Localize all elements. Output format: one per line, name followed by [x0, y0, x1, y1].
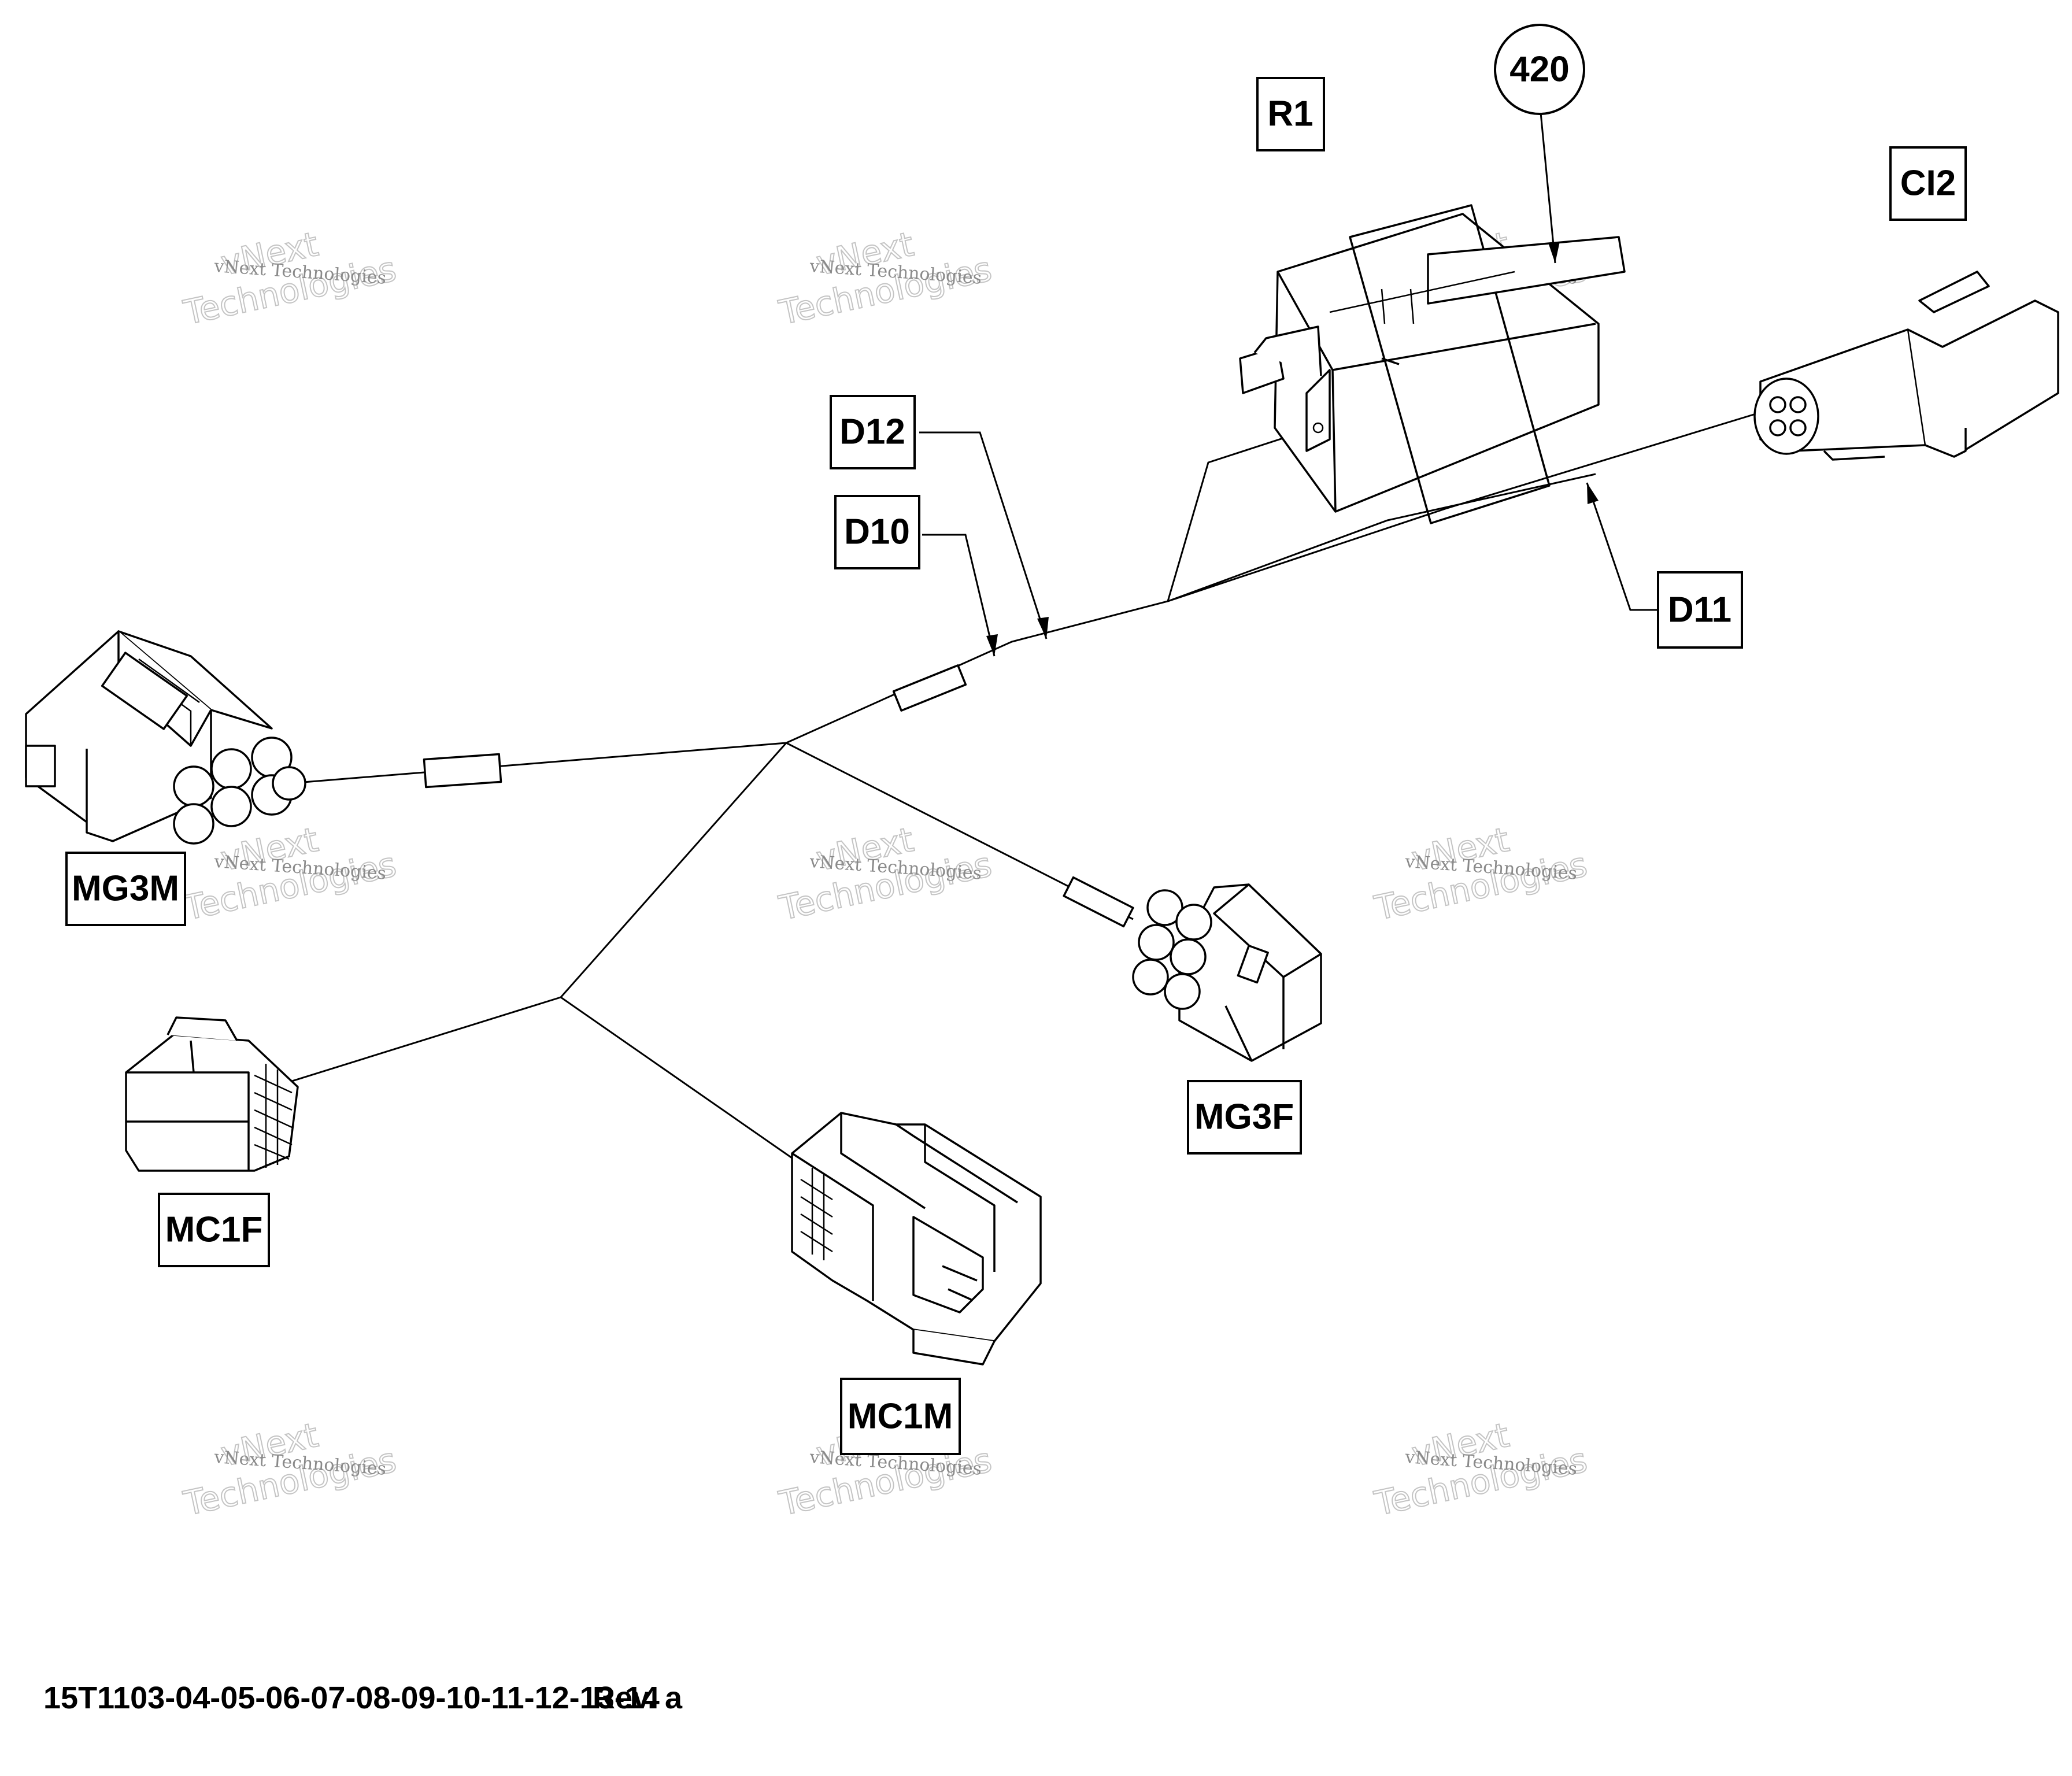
d10-leader	[922, 534, 996, 657]
relay-r1[interactable]	[1239, 204, 1626, 524]
d12-arrowhead	[1037, 617, 1049, 639]
d10-arrowhead	[986, 634, 998, 656]
lower-branch-wire	[560, 742, 787, 998]
label-mg3f: MG3F	[1187, 1080, 1302, 1155]
connector-mc1f[interactable]	[125, 1016, 299, 1172]
item-420-arrowhead	[1548, 242, 1560, 263]
label-d12-text: D12	[839, 412, 905, 452]
d11-arrowhead	[1587, 483, 1599, 504]
drawing-footer: 15T1103-04-05-06-07-08-09-10-11-12-13-14…	[43, 1681, 683, 1715]
connector-mg3m[interactable]	[25, 630, 306, 845]
label-ci2-text: CI2	[1900, 164, 1956, 204]
item-420-leader	[1540, 112, 1556, 264]
label-mg3m: MG3M	[65, 852, 186, 926]
sleeve-mg3f	[1063, 876, 1134, 928]
connector-mg3f[interactable]	[1132, 883, 1322, 1062]
label-mg3f-text: MG3F	[1194, 1097, 1294, 1137]
label-d10-text: D10	[844, 512, 910, 552]
sleeve-trunk	[892, 664, 967, 712]
label-mc1m-text: MC1M	[848, 1397, 953, 1437]
wire-sleeves	[423, 664, 1134, 928]
label-d11: D11	[1657, 571, 1743, 649]
revision-label: Rev. a	[593, 1681, 683, 1715]
connector-mc1m[interactable]	[791, 1112, 1042, 1366]
label-mg3m-text: MG3M	[72, 869, 179, 909]
item-420-balloon: 420	[1494, 24, 1585, 115]
mc1f-wire	[291, 996, 561, 1082]
label-d11-text: D11	[1668, 590, 1731, 630]
ci2-wire	[1167, 412, 1758, 602]
label-ci2: CI2	[1889, 146, 1967, 221]
label-r1-text: R1	[1267, 94, 1313, 134]
sleeve-mg3m	[423, 753, 502, 789]
harness-wires	[288, 412, 1758, 1163]
mg3m-wire	[288, 742, 787, 785]
d12-leader	[919, 431, 1048, 639]
part-number-list: 15T1103-04-05-06-07-08-09-10-11-12-13-14	[43, 1681, 660, 1715]
label-mc1f-text: MC1F	[165, 1210, 263, 1250]
item-420-text: 420	[1509, 50, 1569, 90]
callout-leaders	[919, 112, 1658, 657]
mc1m-wire	[560, 996, 798, 1163]
label-mc1f: MC1F	[158, 1193, 270, 1267]
label-mc1m: MC1M	[840, 1378, 961, 1455]
label-d12: D12	[830, 395, 916, 469]
label-d10: D10	[834, 495, 920, 569]
d11-leader	[1586, 482, 1658, 611]
connector-ci2[interactable]	[1753, 271, 2059, 461]
label-r1: R1	[1256, 77, 1325, 151]
